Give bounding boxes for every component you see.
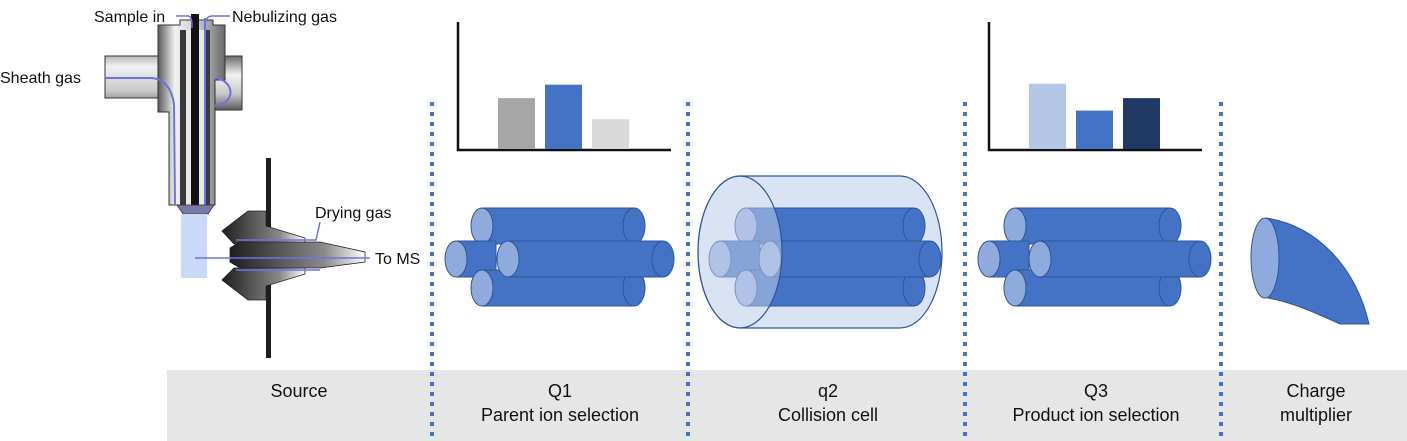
q3-spectrum [987,22,1202,152]
q2-rod-right [758,240,942,278]
label-drying-gas: Drying gas [315,205,391,222]
probe-tip [176,204,215,215]
q3-rod-left [977,240,1030,278]
stage-source-line1: Source [270,381,327,401]
stage-q3-line1: Q3 [1084,381,1108,401]
esi-source [104,14,370,358]
capillary-inner [191,14,199,212]
label-to-ms: To MS [375,251,420,268]
capillary-to-ms [229,241,366,269]
stage-labels: Source Q1 Parent ion selection q2 Collis… [270,381,1352,425]
stage-detector-line2: multiplier [1280,405,1352,425]
spray-plume [181,214,207,278]
cell-front-ring [697,175,783,329]
q3-spectrum-axes [987,22,1202,152]
stage-q1-line2: Parent ion selection [481,405,639,425]
stage-q2-line2: Collision cell [778,405,878,425]
q3-quadrupole [977,207,1212,307]
label-sheath-gas: Sheath gas [0,70,81,87]
q3-spectrum-bar-2 [1076,110,1113,149]
q1-spectrum-bar-3 [592,119,629,149]
q2-collision-cell [697,175,943,329]
q3-spectrum-bars [1029,83,1160,149]
q3-spectrum-bar-1 [1029,83,1066,149]
stage-dividers [430,102,1223,441]
q1-spectrum [456,22,671,152]
label-sample-in: Sample in [94,9,165,26]
cone-upper [221,210,306,245]
drying-gas-path [236,221,321,241]
q3-spectrum-bar-3 [1123,98,1160,149]
q1-spectrum-bar-1 [498,98,535,149]
stage-label-band [167,370,1407,441]
q2-rod-left [708,240,761,278]
q1-quadrupole [444,207,675,307]
q1-spectrum-bars [498,84,629,149]
cone-lower [221,267,306,301]
stage-q1-line1: Q1 [548,381,572,401]
horn-mouth [1250,217,1280,299]
q1-spectrum-axes [456,22,671,152]
stage-q2-line1: q2 [818,381,838,401]
q2-rod-top [734,207,926,245]
charge-multiplier [1250,217,1370,325]
horn-body [1265,217,1370,325]
stage-q3-line2: Product ion selection [1012,405,1179,425]
sample-in-leader [176,15,193,29]
q1-rod-top [470,207,646,245]
stage-detector-line1: Charge [1286,381,1345,401]
q3-rod-top [1003,207,1182,245]
q1-spectrum-bar-2 [545,84,582,149]
sheath-gas-path [105,77,176,206]
side-gas-path [213,77,232,107]
q3-rod-right [1028,240,1212,278]
label-nebulizing-gas: Nebulizing gas [232,9,337,26]
q1-rod-right [496,240,675,278]
nebulizing-leader [204,15,230,29]
